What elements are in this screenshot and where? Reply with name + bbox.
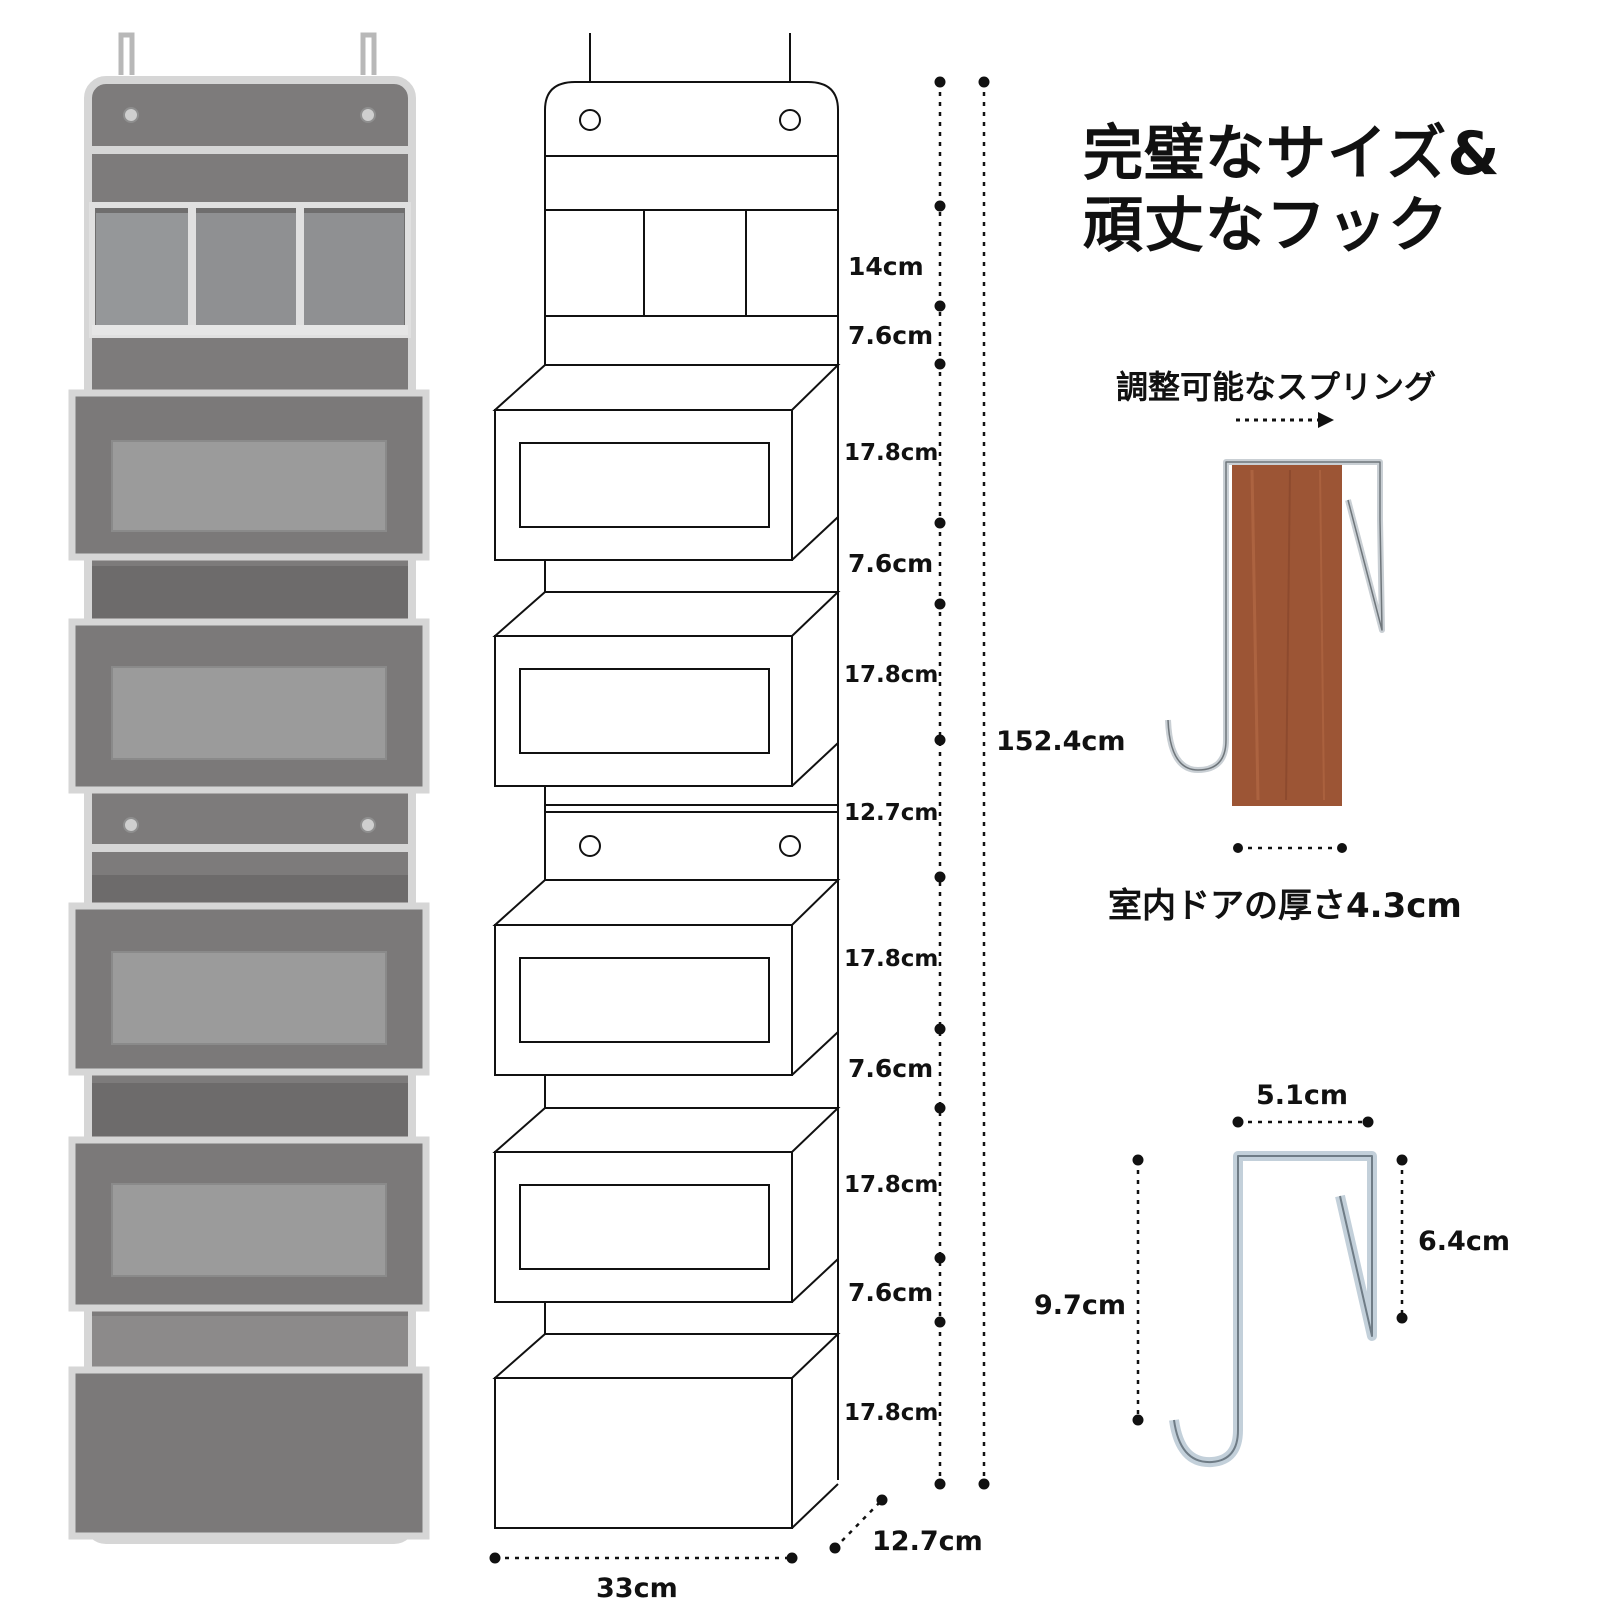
door-hook-illustration — [1165, 459, 1385, 806]
dim-label: 7.6cm — [848, 321, 933, 350]
organizer-line-drawing — [492, 33, 841, 1529]
spring-caption: 調整可能なスプリング — [1116, 368, 1437, 406]
bin-outline — [492, 591, 841, 787]
grommet-icon — [360, 107, 376, 123]
fabric-bin — [68, 1083, 430, 1312]
dim-label: 17.8cm — [844, 1400, 938, 1426]
width-label: 33cm — [596, 1573, 678, 1600]
spring-arrow — [1236, 412, 1334, 428]
dimension-labels: 14cm 7.6cm 17.8cm 7.6cm 17.8cm 12.7cm 17… — [596, 252, 1126, 1600]
hook-height-label: 9.7cm — [1034, 1290, 1126, 1321]
door-thickness-caption: 室内ドアの厚さ4.3cm — [1108, 886, 1462, 926]
bin-outline — [492, 879, 841, 1076]
depth-label: 12.7cm — [872, 1526, 983, 1557]
dim-label: 17.8cm — [844, 1172, 938, 1198]
dim-label: 12.7cm — [844, 800, 938, 826]
fabric-bins — [68, 389, 430, 1540]
spring-height-label: 6.4cm — [1418, 1226, 1510, 1257]
bin-outline — [492, 1107, 841, 1303]
hook-detail — [1169, 1151, 1377, 1468]
hook-dimension-labels: 5.1cm 9.7cm 6.4cm — [1034, 1080, 1510, 1321]
hook-width-label: 5.1cm — [1256, 1080, 1348, 1111]
fabric-bin — [68, 875, 430, 1076]
clear-pockets — [89, 202, 411, 338]
fabric-bin — [68, 389, 430, 561]
grommet-icon — [360, 817, 376, 833]
grommet-icon — [123, 107, 139, 123]
dim-label: 7.6cm — [848, 549, 933, 578]
headline-line2: 頑丈なフック — [1083, 191, 1449, 261]
dim-label: 7.6cm — [848, 1054, 933, 1083]
total-height-label: 152.4cm — [996, 726, 1126, 757]
headline: 完璧なサイズ& 頑丈なフック — [1083, 118, 1501, 262]
grommet-icon — [123, 817, 139, 833]
dim-label: 7.6cm — [848, 1278, 933, 1307]
organizer-photo — [68, 32, 430, 1544]
bin-outline — [492, 1333, 841, 1529]
headline-line1: 完璧なサイズ& — [1083, 119, 1501, 189]
bin-outline — [492, 364, 841, 561]
fabric-bin — [68, 1316, 430, 1540]
dim-label: 17.8cm — [844, 440, 938, 466]
dimension-lines — [489, 76, 990, 1564]
door-thickness-dim — [1233, 843, 1347, 853]
dim-label: 17.8cm — [844, 946, 938, 972]
top-hooks — [118, 32, 377, 75]
fabric-bin — [68, 566, 430, 794]
hook-dimension-lines — [1132, 1116, 1408, 1426]
dim-label: 14cm — [848, 252, 924, 281]
dim-label: 17.8cm — [844, 662, 938, 688]
